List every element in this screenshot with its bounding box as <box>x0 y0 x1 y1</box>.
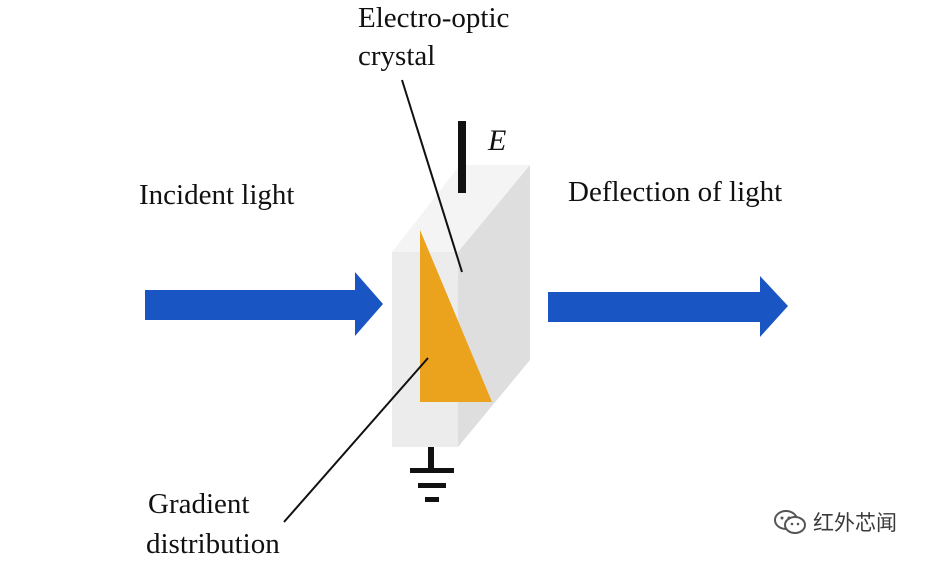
electrode-bar <box>458 121 466 193</box>
crystal-top-face <box>392 165 530 252</box>
electro-optic-crystal <box>392 165 530 447</box>
deflected-light-arrow <box>548 276 788 337</box>
crystal-label-line1: Electro-optic <box>358 2 510 34</box>
crystal-leader-line <box>401 79 463 273</box>
ground-symbol <box>410 447 454 502</box>
watermark: 红外芯闻 <box>773 507 897 537</box>
gradient-label-line2: distribution <box>146 528 280 560</box>
gradient-wedge <box>420 230 492 402</box>
incident-light-arrow <box>145 272 383 336</box>
gradient-label-line1: Gradient <box>148 488 250 520</box>
deflection-label: Deflection of light <box>568 176 783 208</box>
wechat-icon <box>773 509 807 535</box>
incident-light-label: Incident light <box>139 179 295 211</box>
crystal-label-line2: crystal <box>358 40 436 72</box>
field-label: E <box>488 124 507 157</box>
gradient-leader-line <box>283 357 429 523</box>
watermark-text: 红外芯闻 <box>813 511 897 535</box>
